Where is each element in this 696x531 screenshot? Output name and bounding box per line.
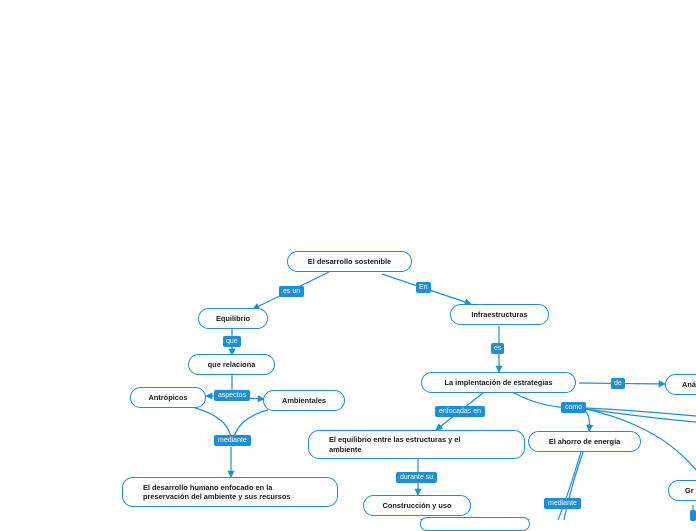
link-ahorro-mediante-2 (557, 451, 582, 520)
label-es: es (491, 343, 505, 354)
node-bottom-partial[interactable] (420, 517, 530, 531)
label-que: que (223, 336, 241, 347)
node-desarrollo-humano[interactable]: El desarrollo humano enfocado en la pres… (122, 477, 338, 507)
label-cut-right (690, 510, 696, 521)
label-es-un: es un (279, 286, 305, 297)
node-equilibrio[interactable]: Equilibrio (198, 308, 268, 329)
node-implementacion[interactable]: La implentación de estrategias (421, 372, 576, 393)
link-como-right-1 (585, 407, 696, 417)
label-de: de (611, 378, 625, 389)
node-ambientales[interactable]: Ambientales (263, 390, 345, 411)
node-ana-partial[interactable]: Aná (665, 374, 696, 395)
node-root[interactable]: El desarrollo sostenible (287, 251, 412, 272)
label-aspectos: aspectos (214, 390, 251, 401)
node-construccion-uso[interactable]: Construcción y uso (363, 495, 471, 516)
link-ahorro-mediante (563, 451, 584, 520)
connector-lines (194, 271, 696, 520)
label-en: En (416, 282, 431, 293)
label-como: como (561, 402, 587, 413)
label-mediante-1: mediante (214, 435, 251, 446)
node-infraestructuras[interactable]: Infraestructuras (450, 304, 549, 325)
link-como-right-2 (585, 408, 696, 423)
node-gr-partial[interactable]: Gr (668, 480, 696, 501)
label-mediante-2: mediante (544, 498, 581, 509)
link-como-ahorro (583, 409, 594, 432)
node-ahorro-energia[interactable]: El ahorro de energía (528, 431, 641, 452)
node-que-relaciona[interactable]: que relaciona (188, 354, 275, 375)
node-antropicos[interactable]: Antrópicos (130, 387, 206, 408)
label-durante-su: durante su (396, 472, 438, 483)
link-como-right-3 (585, 408, 696, 471)
node-equilibrio-estructuras[interactable]: El equilibrio entre las estructuras y el… (308, 430, 525, 459)
label-enfocadas-en: enfocadas en (435, 406, 486, 417)
